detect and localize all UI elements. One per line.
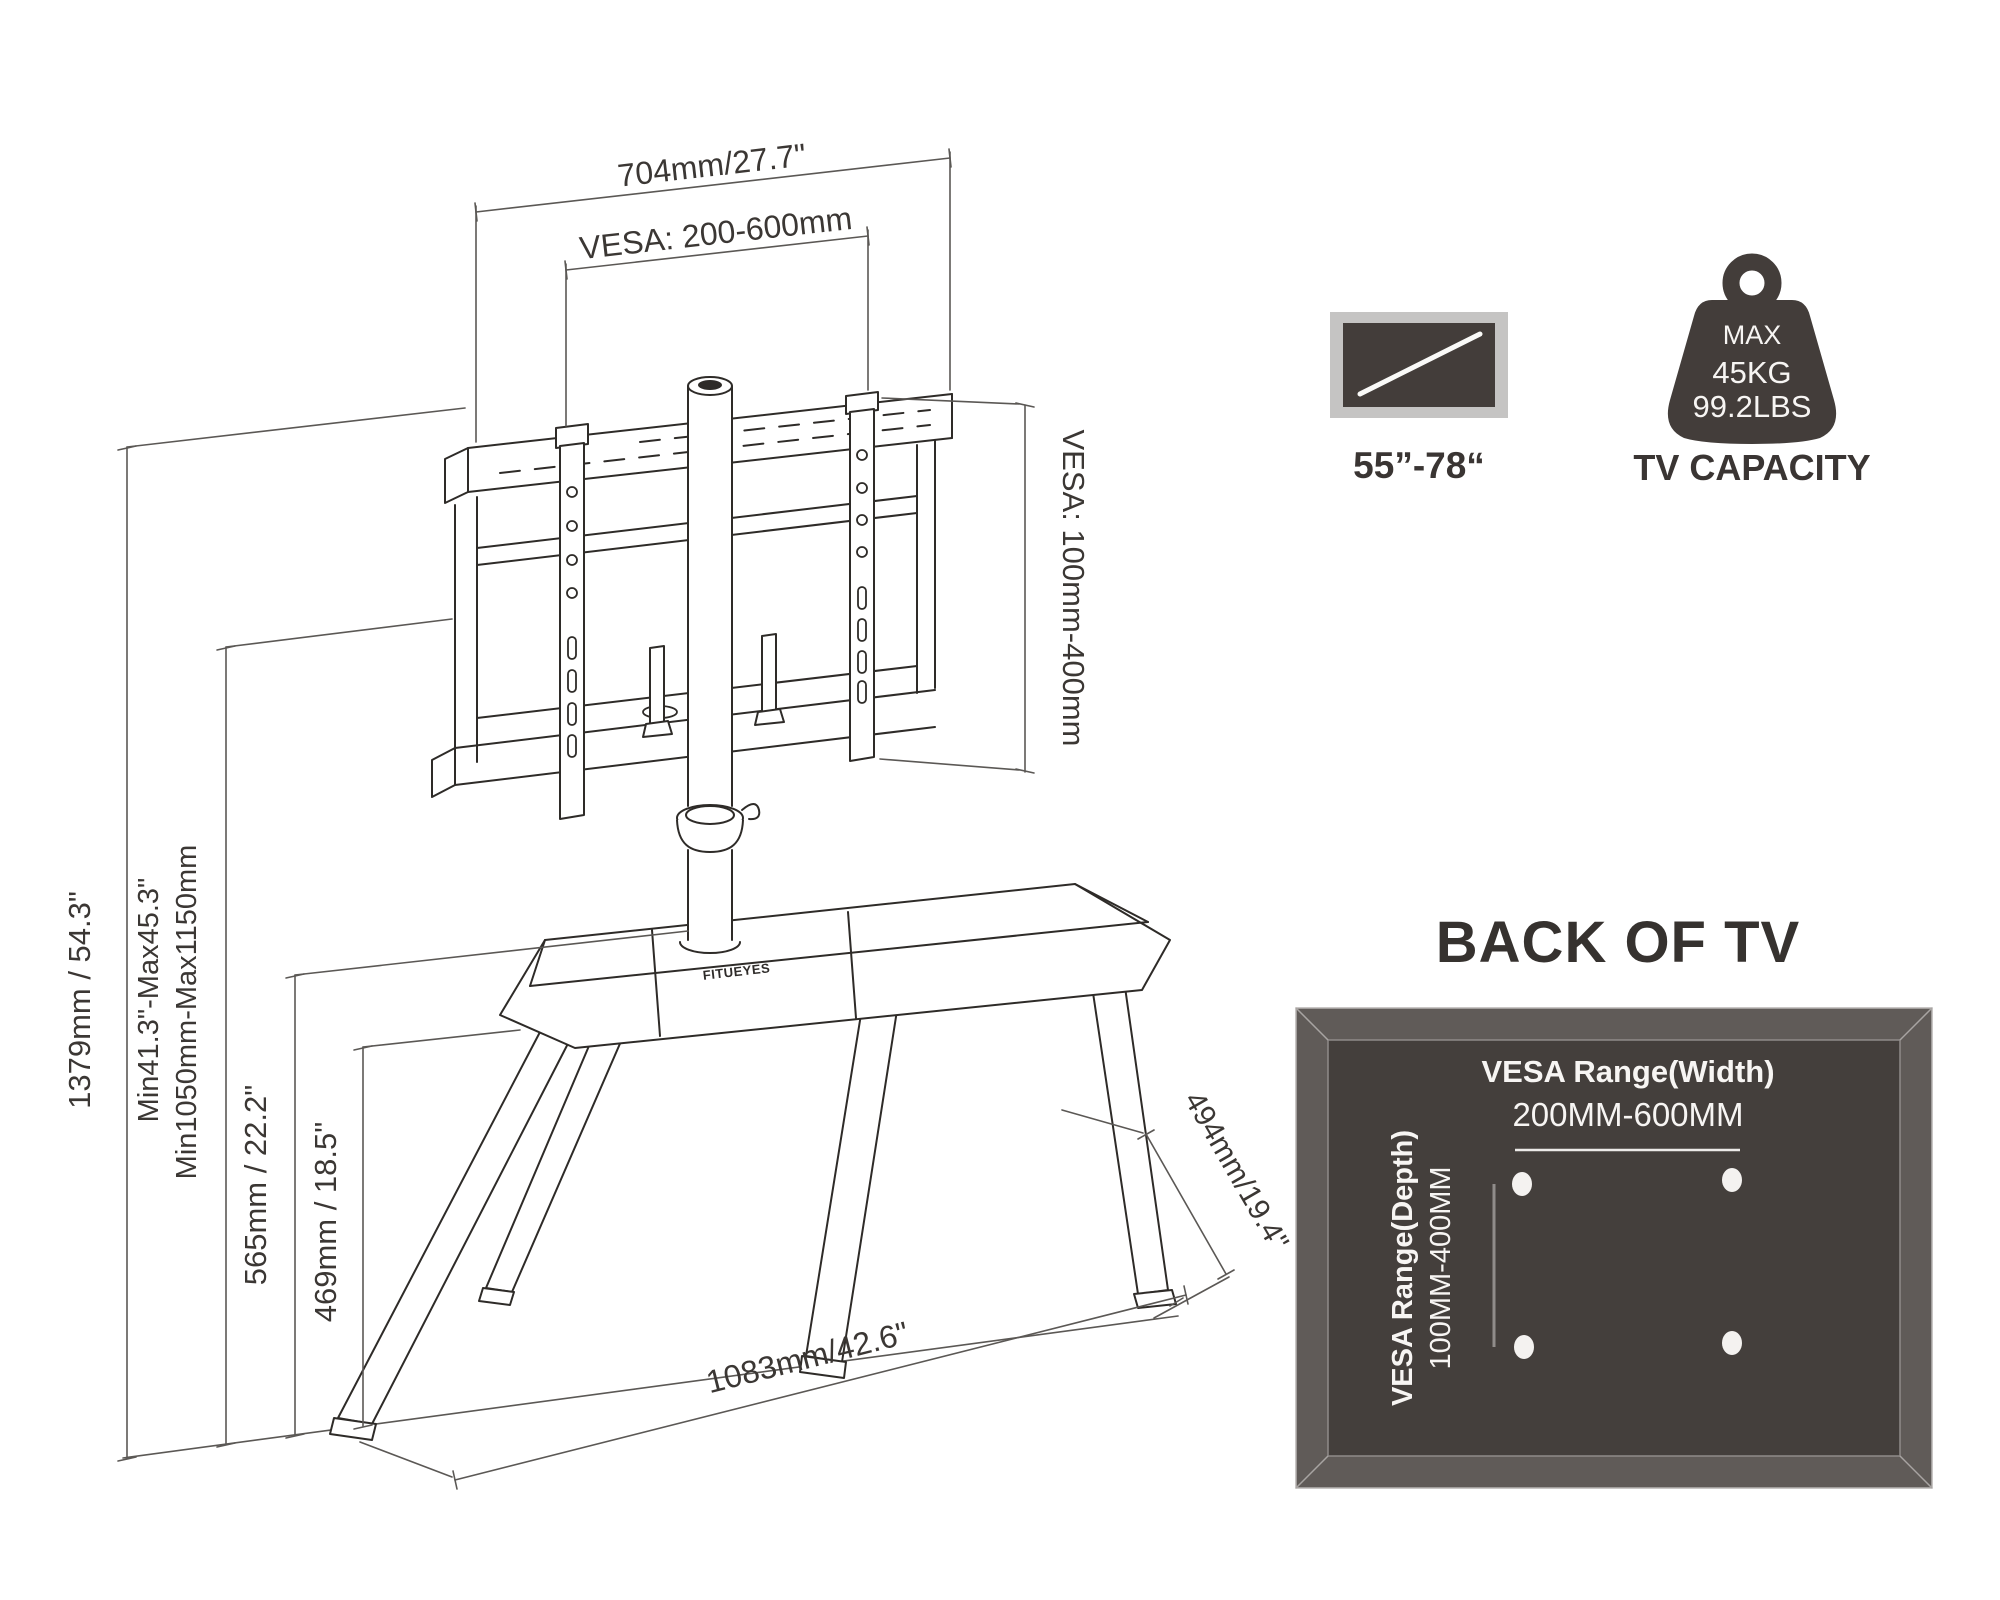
- capacity-lbs-label: 99.2LBS: [1693, 389, 1812, 424]
- dim-label-leg-depth: 494mm/19.4": [1178, 1086, 1295, 1256]
- tv-back-panel: VESA Range(Width) 200MM-600MM VESA Range…: [1295, 1007, 1933, 1489]
- back-of-tv-title: BACK OF TV: [1436, 910, 1800, 975]
- base-crossbar: FITUEYES: [499, 883, 1171, 1049]
- dim-label-base-section-height: 469mm / 18.5": [308, 1122, 343, 1323]
- capacity-max-label: MAX: [1723, 320, 1782, 350]
- dim-label-adjust-mm: Min1050mm-Max1150mm: [171, 845, 203, 1180]
- tv-capacity-badge: MAX 45KG 99.2LBS TV CAPACITY: [1633, 253, 1871, 488]
- screen-size-label: 55”-78“: [1353, 445, 1485, 486]
- tripod-legs: [329, 979, 1177, 1441]
- dimension-labels: 704mm/27.7" VESA: 200-600mm VESA: 100mm-…: [62, 136, 1295, 1400]
- tv-screen-icon: [1330, 312, 1508, 418]
- dim-label-overall-height: 1379mm / 54.3": [62, 891, 97, 1109]
- dim-label-base-width: 1083mm/42.6": [703, 1314, 913, 1400]
- capacity-kg-label: 45KG: [1712, 355, 1791, 390]
- dimension-lines: [117, 148, 1235, 1490]
- vesa-bracket-left: [555, 423, 589, 820]
- capacity-caption: TV CAPACITY: [1633, 447, 1870, 488]
- weight-icon: MAX 45KG 99.2LBS: [1667, 253, 1837, 444]
- vesa-width-label: VESA Range(Width): [1481, 1054, 1774, 1089]
- dim-label-adjust-inches: Min41.3"-Max45.3": [133, 878, 165, 1123]
- dim-label-vesa-height: VESA: 100mm-400mm: [1056, 430, 1091, 747]
- vesa-width-value: 200MM-600MM: [1512, 1096, 1743, 1133]
- vesa-bracket-right: [845, 391, 879, 762]
- back-of-tv-section: BACK OF TV VESA Range(Width) 200MM-600MM…: [1295, 910, 1933, 1489]
- vesa-depth-value: 100MM-400MM: [1425, 1166, 1457, 1369]
- vesa-mounting-holes: [1512, 1168, 1742, 1359]
- stand-pole: [676, 376, 761, 942]
- screen-size-badge: 55”-78“: [1330, 312, 1508, 486]
- vesa-depth-label: VESA Range(Depth): [1387, 1130, 1419, 1406]
- dim-label-column-height: 565mm / 22.2": [238, 1085, 273, 1286]
- dim-label-vesa-width: VESA: 200-600mm: [578, 200, 854, 266]
